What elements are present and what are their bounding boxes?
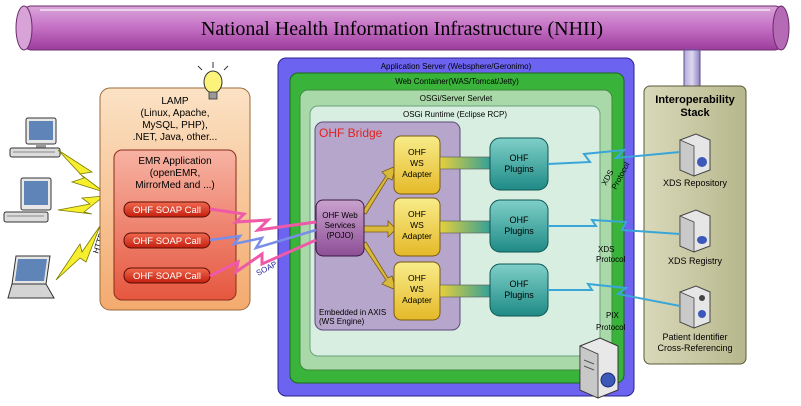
interop-title-1: Interoperability	[655, 94, 735, 106]
xds-repository-label: XDS Repository	[663, 178, 728, 188]
soap-call-2: OHF SOAP Call	[123, 232, 211, 249]
adapter-3-line-2: WS	[410, 284, 424, 294]
app-server-label: Application Server (Websphere/Geronimo)	[381, 62, 532, 71]
computer-icon	[3, 177, 52, 223]
lightning-icon	[55, 149, 106, 281]
pix-label-2: Cross-Referencing	[657, 343, 732, 353]
axis-note-2: (WS Engine)	[319, 317, 365, 326]
osgi-runtime-label: OSGi Runtime (Eclipse RCP)	[403, 110, 507, 119]
desktop-computer-2	[3, 177, 52, 223]
plugins-1-line-2: Plugins	[504, 164, 534, 174]
adapter-2-line-3: Adapter	[402, 231, 432, 241]
xds-protocol-2-line-2: Protocol	[596, 255, 626, 264]
ohf-plugins-2: OHF Plugins	[489, 199, 549, 253]
ohf-bridge-title: OHF Bridge	[319, 126, 383, 140]
adapter-1-line-2: WS	[410, 158, 424, 168]
ws-adapter-1: OHF WS Adapter	[393, 135, 441, 195]
web-services-line-2: Services	[325, 221, 356, 230]
emr-line-2: MirrorMed and ...)	[135, 180, 214, 191]
lightbulb-icon	[197, 62, 229, 100]
xds-repository: XDS Repository	[663, 133, 728, 188]
desktop-computer-1	[9, 117, 61, 158]
server-icon	[679, 133, 711, 177]
xds-registry: XDS Registry	[668, 209, 723, 266]
xds-protocol-2-line-1: XDS	[598, 245, 614, 254]
web-services-line-3: (POJO)	[326, 231, 353, 240]
server-icon	[679, 285, 711, 329]
soap-call-1: OHF SOAP Call	[123, 201, 211, 218]
ws-adapter-3: OHF WS Adapter	[393, 261, 441, 321]
adapter-3-line-1: OHF	[408, 273, 426, 283]
adapter-3-line-3: Adapter	[402, 295, 432, 305]
plugins-3-line-2: Plugins	[504, 290, 534, 300]
ws-adapter-2: OHF WS Adapter	[393, 197, 441, 257]
ohf-web-services-box: OHF Web Services (POJO)	[315, 199, 365, 257]
soap-call-2-label: OHF SOAP Call	[133, 236, 201, 247]
banner-pipe	[683, 49, 701, 88]
soap-call-3-label: OHF SOAP Call	[133, 271, 201, 282]
emr-application-box: EMR Application (openEMR, MirrorMed and …	[113, 149, 237, 301]
pix-protocol-line-1: PIX	[606, 311, 620, 320]
nhii-banner: National Health Information Infrastructu…	[15, 5, 790, 51]
ohf-plugins-3: OHF Plugins	[489, 263, 549, 317]
adapter-plugin-connectors	[439, 156, 493, 298]
computer-icon	[9, 117, 61, 158]
server-icon	[679, 209, 711, 253]
plugins-3-line-1: OHF	[510, 279, 530, 289]
plugins-2-line-1: OHF	[510, 215, 530, 225]
axis-note-1: Embedded in AXIS	[319, 308, 386, 317]
xds-registry-label: XDS Registry	[668, 256, 723, 266]
emr-title: EMR Application	[138, 156, 211, 167]
web-container-label: Web Container(WAS/Tomcat/Jetty)	[395, 77, 519, 86]
ws-to-adapter-arrows	[361, 165, 397, 291]
http-lightning: HTTP	[55, 149, 106, 281]
soap-call-1-label: OHF SOAP Call	[133, 205, 201, 216]
application-server-hardware	[579, 337, 619, 399]
laptop-icon	[7, 255, 55, 299]
adapter-2-line-1: OHF	[408, 209, 426, 219]
server-icon	[579, 337, 619, 399]
plugins-2-line-2: Plugins	[504, 226, 534, 236]
laptop-computer	[7, 255, 55, 299]
banner-title: National Health Information Infrastructu…	[201, 18, 603, 40]
adapter-2-line-2: WS	[410, 220, 424, 230]
adapter-1-line-1: OHF	[408, 147, 426, 157]
lamp-line-2: MySQL, PHP),	[142, 120, 208, 131]
web-services-line-1: OHF Web	[322, 211, 358, 220]
plugins-1-line-1: OHF	[510, 153, 530, 163]
soap-call-3: OHF SOAP Call	[123, 267, 211, 284]
adapter-1-line-3: Adapter	[402, 169, 432, 179]
lamp-heading: LAMP	[161, 96, 189, 107]
pix-protocol-line-2: Protocol	[596, 323, 626, 332]
interop-title-2: Stack	[680, 107, 710, 119]
patient-identifier-cross-referencing: Patient Identifier Cross-Referencing	[657, 285, 733, 353]
osgi-servlet-label: OSGi/Server Servlet	[420, 94, 493, 103]
pix-label-1: Patient Identifier	[662, 332, 727, 342]
lamp-line-3: .NET, Java, other...	[133, 132, 217, 143]
interoperability-stack-box: Interoperability Stack XDS Repository XD…	[643, 85, 747, 365]
lamp-line-1: (Linux, Apache,	[141, 108, 210, 119]
emr-line-1: (openEMR,	[150, 168, 201, 179]
ohf-plugins-1: OHF Plugins	[489, 137, 549, 191]
